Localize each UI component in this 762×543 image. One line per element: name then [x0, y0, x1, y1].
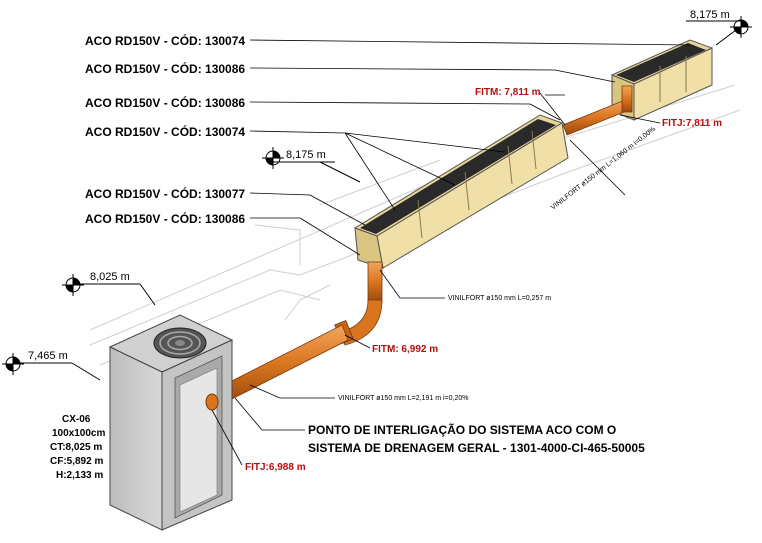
- fitj-label-1: FITJ:7,811 m: [662, 118, 722, 129]
- box-info-h: H:2,133 m: [56, 470, 103, 481]
- box-info-ct: CT:8,025 m: [50, 442, 102, 453]
- channel-label-6: ACO RD150V - CÓD: 130086: [85, 211, 245, 226]
- elevation-label-2: 8,175 m: [286, 149, 326, 161]
- pipe-label-3: VINILFORT ø150 mm L=2,191 m i=0,20%: [338, 395, 468, 402]
- pipe-icon: [217, 324, 349, 404]
- pipe-label-2: VINILFORT ø150 mm L=0,257 m: [448, 295, 551, 302]
- elevation-marker-icon: [686, 16, 752, 46]
- elevation-marker-icon: [262, 147, 361, 183]
- leader-lines: [211, 39, 691, 466]
- channel-label-4: ACO RD150V - CÓD: 130074: [85, 124, 245, 139]
- pipe-label-1: VINILFORT ø150 mm L=1,060 m i=0,00%: [550, 126, 657, 212]
- inspection-box-icon: [108, 314, 234, 531]
- elevation-marker-icon: [2, 353, 101, 381]
- channel-label-3: ACO RD150V - CÓD: 130086: [85, 95, 245, 110]
- channel-label-2: ACO RD150V - CÓD: 130086: [85, 61, 245, 76]
- box-info-size: 100x100cm: [52, 428, 105, 439]
- channel-label-1: ACO RD150V - CÓD: 130074: [85, 33, 245, 48]
- fitj-label-2: FITJ:6,988 m: [245, 462, 306, 473]
- elevation-label-1: 8,175 m: [690, 9, 730, 21]
- elevation-marker-icon: [62, 274, 156, 306]
- channel-label-5: ACO RD150V - CÓD: 130077: [85, 186, 245, 201]
- connection-note-line-2: SISTEMA DE DRENAGEM GERAL - 1301-4000-CI…: [308, 441, 645, 455]
- drain-channel-icon: [353, 114, 569, 269]
- box-info-cf: CF:5,892 m: [50, 456, 103, 467]
- pipe-icon: [562, 85, 633, 136]
- connection-note-line-1: PONTO DE INTERLIGAÇÃO DO SISTEMA ACO COM…: [308, 422, 616, 437]
- elevation-label-3: 8,025 m: [90, 271, 130, 283]
- fitm-label-2: FITM: 6,992 m: [372, 344, 438, 355]
- fitm-label-1: FITM: 7,811 m: [475, 87, 541, 98]
- elevation-label-4: 7,465 m: [28, 350, 68, 362]
- box-info-name: CX-06: [62, 414, 91, 425]
